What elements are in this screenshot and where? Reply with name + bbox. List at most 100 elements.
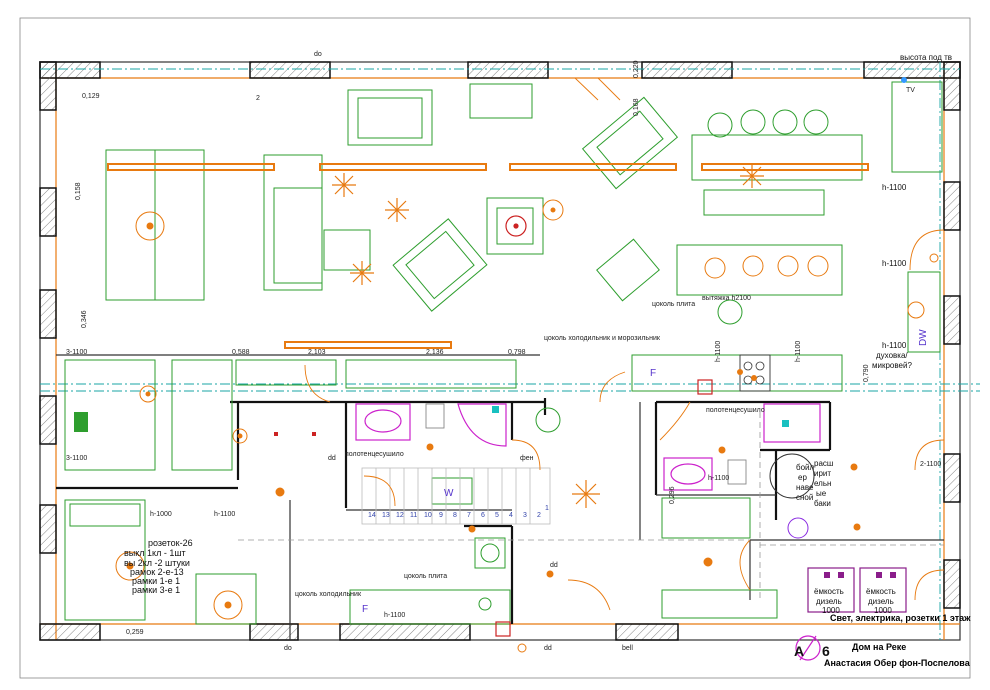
stair-step: 7 — [467, 512, 471, 519]
height-label: 3-1100 — [66, 349, 87, 356]
tank-label: 1000 — [874, 606, 892, 615]
dimension-label: 2,103 — [308, 349, 326, 356]
hood-label: вытяжка h2100 — [702, 295, 751, 302]
tank-label: дизель — [816, 597, 842, 606]
height-label: h-1100 — [882, 341, 907, 350]
svg-text:выкл 1кл - 1шт: выкл 1кл - 1шт — [124, 548, 186, 558]
stair-step: 8 — [453, 512, 457, 519]
ceiling-height-label: высота под тв — [900, 53, 952, 62]
height-label: h-1000 — [150, 511, 172, 518]
red-outlets — [274, 379, 713, 637]
boiler-label: наве — [796, 483, 814, 492]
hair-dryer-label: фен — [520, 455, 534, 462]
interior-walls — [56, 354, 944, 640]
stair-step: 9 — [439, 512, 443, 519]
towel-dryer-label: полотенцесушило — [345, 451, 404, 458]
height-label: h-1100 — [384, 612, 405, 619]
plinth-stove-label: цоколь плита — [404, 573, 447, 580]
stair-step: 11 — [410, 512, 417, 519]
height-label: h-1100 — [882, 259, 907, 268]
bell-label: bell — [622, 645, 633, 652]
project-name: Дом на Реке — [852, 642, 906, 652]
dimension-label: 0,129 — [82, 93, 100, 100]
svg-text:рамки 3-е 1: рамки 3-е 1 — [132, 585, 180, 595]
height-label: 3-1100 — [66, 455, 87, 462]
height-label: 2-1100 — [920, 461, 941, 468]
height-label: h-1100 — [795, 341, 802, 362]
socket-notes: розеток-26 выкл 1кл - 1шт вы 2кл -2 штук… — [124, 538, 193, 595]
sheet-number: 6 — [822, 643, 830, 659]
sheet-letter: А — [794, 643, 804, 659]
fridge-marker: F — [362, 604, 368, 615]
expansion-label: баки — [814, 499, 831, 508]
dishwasher-marker: DW — [918, 329, 929, 346]
dimension-label: 0,168 — [633, 98, 640, 116]
do-label: do — [314, 51, 322, 58]
stair-step: 6 — [481, 512, 485, 519]
dimension-label: 0,588 — [232, 349, 250, 356]
stair-step: 1 — [545, 505, 549, 512]
dimension-label: 0,158 — [75, 182, 82, 200]
oven-label: духовка/ — [876, 351, 908, 360]
stair-step: 2 — [537, 512, 541, 519]
stair-step: 5 — [495, 512, 499, 519]
doors — [304, 77, 945, 611]
tank-label: ёмкость — [814, 587, 844, 596]
boiler-label: ер — [798, 473, 807, 482]
expansion-label: ирит — [814, 469, 831, 478]
sheet-frame — [19, 17, 971, 679]
author-name: Анастасия Обер фон-Поспелова — [824, 658, 971, 668]
tank-label: ёмкость — [866, 587, 896, 596]
height-label: h-1100 — [715, 341, 722, 362]
boiler-label: сной — [796, 493, 813, 502]
fridge-marker: F — [650, 368, 656, 379]
stair-step: 3 — [523, 512, 527, 519]
dd-label: dd — [544, 645, 552, 652]
furniture — [64, 81, 943, 625]
dashed-lines — [238, 412, 944, 600]
plinth-fridge-freezer-label: цоколь холодильник и морозильник — [544, 335, 661, 342]
dimension-label: 0,798 — [508, 349, 526, 356]
stair-step: 12 — [396, 512, 404, 519]
dimension-label: 0,346 — [81, 310, 88, 328]
dimension-label: 0,296 — [669, 486, 676, 504]
do-label: do — [284, 645, 292, 652]
expansion-label: ельн — [814, 479, 831, 488]
light-tracks — [107, 163, 869, 349]
tank-label: 1000 — [822, 606, 840, 615]
sheet-title: Свет, электрика, розетки 1 этаж — [830, 613, 971, 623]
height-label: h-1100 — [708, 475, 729, 482]
dimension-label: 2 — [256, 95, 260, 102]
towel-dryer-label: полотенцесушило — [706, 407, 765, 414]
tv-socket-icon — [901, 77, 907, 83]
tv-marker: TV — [906, 87, 915, 94]
stair-step: 13 — [382, 512, 390, 519]
dimension-label: 0,259 — [126, 629, 144, 636]
svg-text:вы 2кл -2 штуки: вы 2кл -2 штуки — [124, 558, 190, 568]
height-label: h-1100 — [214, 511, 235, 518]
plinth-stove-label: цоколь плита — [652, 301, 695, 308]
stair-step: 4 — [509, 512, 513, 519]
dimension-label: 0,220 — [633, 60, 640, 78]
light-fixtures — [115, 164, 939, 653]
bath-fixtures — [355, 403, 821, 539]
svg-text:рамки 1-е 1: рамки 1-е 1 — [132, 576, 180, 586]
expansion-label: расш — [814, 459, 833, 468]
dd-label: dd — [328, 455, 336, 462]
title-block: Свет, электрика, розетки 1 этаж А 6 Дом … — [794, 613, 971, 668]
expansion-label: ые — [816, 489, 827, 498]
height-label: h-1100 — [882, 183, 907, 192]
dd-label: dd — [550, 562, 558, 569]
diesel-tanks — [807, 567, 907, 613]
stairs: 14 13 12 11 10 9 8 7 6 5 4 3 2 1 — [361, 467, 551, 525]
stair-step: 14 — [368, 512, 376, 519]
tank-label: дизель — [868, 597, 894, 606]
plinth-fridge-label: цоколь холодильник — [295, 591, 362, 598]
washer-marker: W — [444, 488, 454, 499]
dimension-label: 2,136 — [426, 349, 444, 356]
boiler-label: бойл — [796, 463, 815, 472]
svg-text:рамок 2-е-13: рамок 2-е-13 — [130, 567, 184, 577]
dimension-label: 0,790 — [863, 364, 870, 382]
svg-text:розеток-26: розеток-26 — [148, 538, 193, 548]
